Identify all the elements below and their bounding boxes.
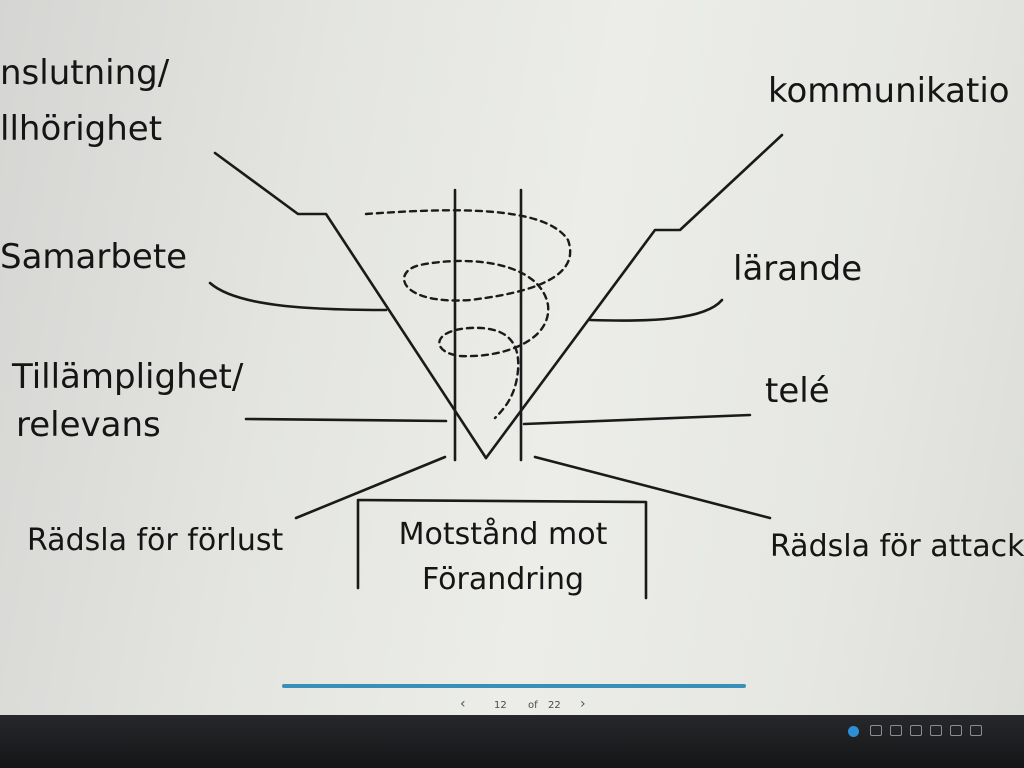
slide-progress-bar <box>282 684 746 688</box>
current-page-number: 12 <box>494 700 507 711</box>
center-label-line2: Förandring <box>421 562 585 597</box>
label-radsla-for-attack: Rädsla för attack <box>770 529 1024 564</box>
connector-radsla-attack <box>533 455 772 520</box>
label-kommunikation: kommunikatio <box>768 71 1010 111</box>
system-tray <box>840 725 1024 739</box>
resistance-funnel-diagram <box>0 0 1024 715</box>
connector-tele <box>522 413 752 426</box>
battery-icon[interactable] <box>910 725 922 736</box>
spiral-dashed <box>364 209 572 420</box>
label-anslutning-line1: nslutning/ <box>0 53 170 93</box>
connector-radsla-forlust <box>294 455 447 520</box>
label-tillamplighet-line2: relevans <box>16 405 161 445</box>
connector-tillamplighet <box>244 417 448 423</box>
label-larande: lärande <box>733 249 863 289</box>
display-icon[interactable] <box>890 725 902 736</box>
label-tillamplighet-line1: Tillämplighet/ <box>12 357 244 397</box>
chevron-left-icon[interactable]: ‹ <box>460 696 466 712</box>
network-icon[interactable] <box>870 725 882 736</box>
label-anslutning-line2: llhörighet <box>0 109 163 149</box>
connector-larande <box>588 298 724 322</box>
label-radsla-for-forlust: Rädsla för förlust <box>27 523 284 558</box>
center-box <box>356 498 648 600</box>
label-samarbete: Samarbete <box>0 237 188 277</box>
taskbar <box>0 715 1024 768</box>
volume-icon[interactable] <box>930 725 942 736</box>
center-box-label: Motstånd mot Förandring <box>362 512 644 602</box>
label-tele: telé <box>765 371 830 411</box>
slide: nslutning/ llhörighet kommunikatio Samar… <box>0 0 1024 715</box>
funnel-right-line <box>484 133 784 460</box>
connector-samarbete <box>208 281 388 312</box>
of-label: of <box>528 700 538 711</box>
chevron-right-icon[interactable]: › <box>580 696 586 712</box>
center-label-line1: Motstånd mot <box>398 517 608 552</box>
funnel-left-line <box>213 151 488 460</box>
language-icon[interactable] <box>970 725 982 736</box>
page-navigator: ‹ 12 of 22 › <box>450 696 600 715</box>
notification-icon[interactable] <box>950 725 962 736</box>
total-pages: 22 <box>548 700 561 711</box>
start-orb-icon[interactable] <box>848 726 859 737</box>
